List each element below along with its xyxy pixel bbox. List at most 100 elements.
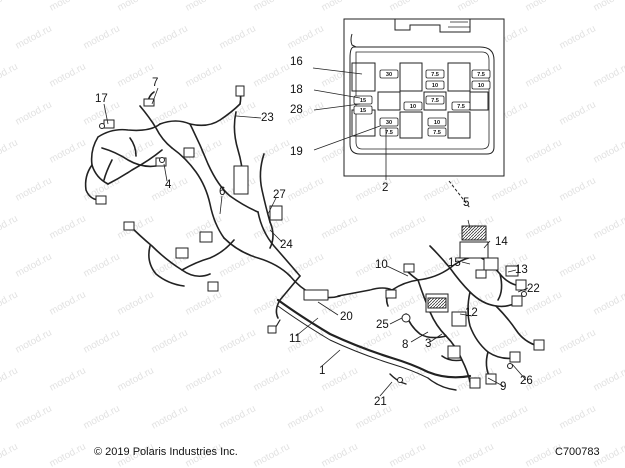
connector-plug [143,98,155,107]
callout-14: 14 [495,236,508,248]
fuse-slot: 15 [353,105,373,115]
callout-labels: 1234567891011121314151617181920212223242… [95,56,540,408]
callout-12: 12 [465,307,478,319]
relay-cavity [351,62,376,92]
fuse-rating: 7.5 [457,104,465,110]
callout-17: 17 [95,93,108,105]
callout-3: 3 [425,338,431,350]
connector-plug [511,295,523,307]
connector-plug [269,205,283,221]
connector-plug [475,269,487,279]
fuse-body [425,80,445,90]
connector-plug [233,165,249,195]
connector-plug [183,147,195,158]
connector-plug [267,325,277,334]
fuse-rating: 15 [360,98,366,104]
fuse-body [379,127,399,137]
figure-id: C700783 [555,446,600,458]
fuse-slot: 30 [379,117,399,127]
fuse-slot: 10 [425,80,445,90]
fuse-rating: 7.5 [433,130,441,136]
callout-26: 26 [520,375,533,387]
fuse-rating: 10 [434,120,440,126]
fuse-body [353,105,373,115]
fuse-body [451,101,471,111]
callout-7: 7 [152,77,158,89]
relay-cavity [447,111,471,139]
fuse-body [379,117,399,127]
relay-cavity [423,91,447,111]
connector-plug [175,247,189,259]
fuse-rating: 7.5 [385,130,393,136]
fuse-body [471,69,491,79]
connector-plug [485,373,497,385]
callout-2: 2 [382,182,388,194]
relay-cavity [399,111,423,139]
fuse-rating: 7.5 [431,98,439,104]
fuse-rating: 10 [432,83,438,89]
connector-plug [199,231,213,243]
callout-16: 16 [290,56,303,68]
callout-25: 25 [376,319,389,331]
callout-6: 6 [219,186,225,198]
fuse-rating: 7.5 [431,72,439,78]
inset-reference-line [448,180,471,209]
fuse-slot: 7.5 [427,127,447,137]
callout-18: 18 [290,84,303,96]
left-harness-assembly [84,87,301,287]
fuse-group: 30 7.5 7.5 10 15 7.5 15 10 7.5 10 30 10 7.5 7.5 [353,69,491,137]
connector-plug [533,339,545,351]
fuse-rating: 15 [360,108,366,114]
copyright-text: © 2019 Polaris Industries Inc. [94,446,238,458]
callout-20: 20 [340,311,353,323]
fuse-slot: 7.5 [425,69,445,79]
fuse-slot: 10 [471,80,491,90]
fuse-rating: 10 [410,104,416,110]
callout-24: 24 [280,239,293,251]
callout-5: 5 [463,197,469,209]
connector-plug [95,195,107,205]
fuse-slot: 30 [379,69,399,79]
connector-plug [483,257,499,271]
fuse-slot: 7.5 [425,95,445,105]
fuse-rating: 10 [478,83,484,89]
relay-cavity [469,91,489,111]
fuse-body [403,101,423,111]
callout-22: 22 [527,283,540,295]
connector-plug [515,279,527,291]
callout-28: 28 [290,104,303,116]
callout-4: 4 [165,179,172,191]
connector-plug [385,289,397,299]
callout-21: 21 [374,396,387,408]
callout-19: 19 [290,146,303,158]
fuse-box-housing [349,46,495,155]
connector-plug [403,263,415,273]
fuse-body [425,69,445,79]
fuse-rating: 7.5 [477,72,485,78]
connector-plug [123,221,135,231]
fuse-body [379,69,399,79]
relay-cavity [399,62,423,92]
fuse-slot: 7.5 [471,69,491,79]
fuse-body [427,117,447,127]
connector-plug [235,85,245,97]
fuse-body [425,95,445,105]
connector-plug [103,119,115,129]
connector-plug [451,311,467,327]
fastener [521,291,527,297]
fuse-slot: 10 [427,117,447,127]
callout-10: 10 [375,259,388,271]
fuse-rating: 30 [386,72,392,78]
fuse-body [471,80,491,90]
connector-plug [461,225,487,241]
connector-plug [469,377,481,389]
fastener [507,363,513,369]
connector-plug [207,281,219,292]
callout-8: 8 [402,339,408,351]
connector-plug [427,297,447,309]
left-harness-connectors [95,85,283,292]
callout-11: 11 [289,333,301,345]
callout-1: 1 [319,365,325,377]
connector-plug [509,351,521,363]
